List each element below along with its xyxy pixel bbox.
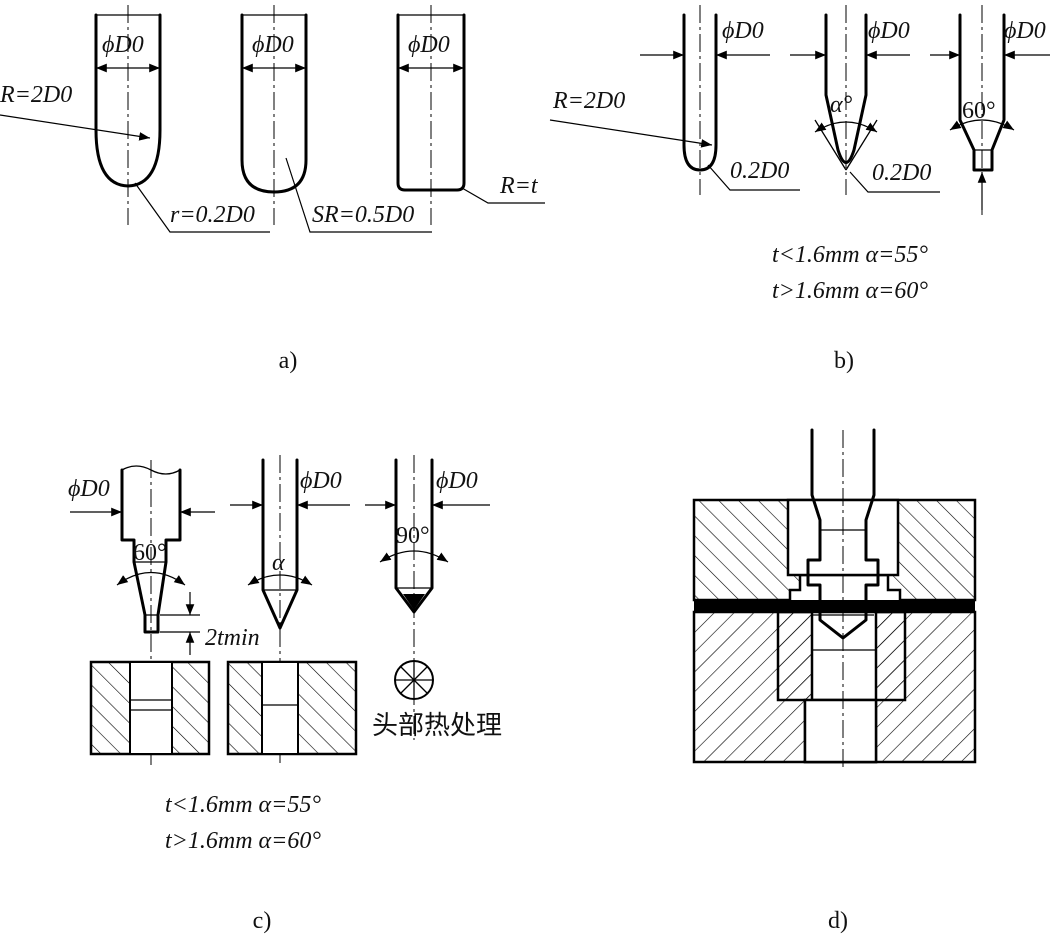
note-b-2: t>1.6mm α=60° [772, 278, 928, 304]
caption-d: d) [828, 908, 848, 934]
punch-a1: ϕD0 R=2D0 r=0.2D0 [0, 5, 270, 233]
tip-label-b1: 0.2D0 [730, 158, 789, 184]
heat-treatment-label: 头部热处理 [372, 711, 502, 741]
radius-label-a1: R=2D0 [0, 82, 72, 108]
diameter-label-b2: ϕD0 [868, 18, 910, 44]
panel-d: d) [692, 428, 977, 934]
caption-a: a) [279, 348, 298, 374]
note-c-2: t>1.6mm α=60° [165, 828, 321, 854]
diameter-label-c1: ϕD0 [68, 476, 110, 502]
radius-label-b1: R=2D0 [552, 88, 625, 114]
caption-c: c) [253, 908, 272, 934]
alpha-label-c2: α [272, 550, 285, 576]
tip-label-b2: 0.2D0 [872, 160, 931, 186]
angle-label-b3: 60° [962, 98, 996, 124]
diameter-label-a1: ϕD0 [102, 32, 144, 58]
panel-b: ϕD0 R=2D0 0.2D0 ϕD0 α° 0.2D0 [549, 5, 1050, 374]
note-b-1: t<1.6mm α=55° [772, 242, 928, 268]
punch-a2: ϕD0 SR=0.5D0 [240, 5, 432, 233]
punch-c2: ϕD0 α [226, 455, 358, 765]
diameter-label-c3: ϕD0 [436, 468, 478, 494]
panel-a: ϕD0 R=2D0 r=0.2D0 ϕD0 SR=0.5D0 ϕD0 R=t a… [0, 5, 545, 374]
punch-a3: ϕD0 R=t [396, 5, 545, 225]
angle-label-c1: 60° [133, 540, 167, 566]
punch-c1: ϕD0 60° 2tmin [68, 460, 260, 765]
tmin-label-c1: 2tmin [205, 625, 260, 651]
punch-b3: ϕD0 60° [930, 5, 1050, 215]
tip-radius-label-a1: r=0.2D0 [170, 202, 255, 228]
diameter-label-a2: ϕD0 [252, 32, 294, 58]
diameter-label-a3: ϕD0 [408, 32, 450, 58]
alpha-label-b2: α° [830, 92, 853, 118]
diameter-label-b3: ϕD0 [1004, 18, 1046, 44]
diameter-label-b1: ϕD0 [722, 18, 764, 44]
caption-b: b) [834, 348, 854, 374]
punch-c3: ϕD0 90° 头部热处理 [365, 455, 502, 741]
punch-b1: ϕD0 R=2D0 0.2D0 [549, 5, 800, 195]
panel-c: ϕD0 60° 2tmin ϕD0 α [68, 455, 502, 934]
note-c-1: t<1.6mm α=55° [165, 792, 321, 818]
angle-label-c3: 90° [396, 523, 430, 549]
diameter-label-c2: ϕD0 [300, 468, 342, 494]
sphere-radius-label-a2: SR=0.5D0 [312, 202, 414, 228]
punch-b2: ϕD0 α° 0.2D0 [790, 5, 940, 195]
edge-radius-label-a3: R=t [499, 173, 539, 199]
